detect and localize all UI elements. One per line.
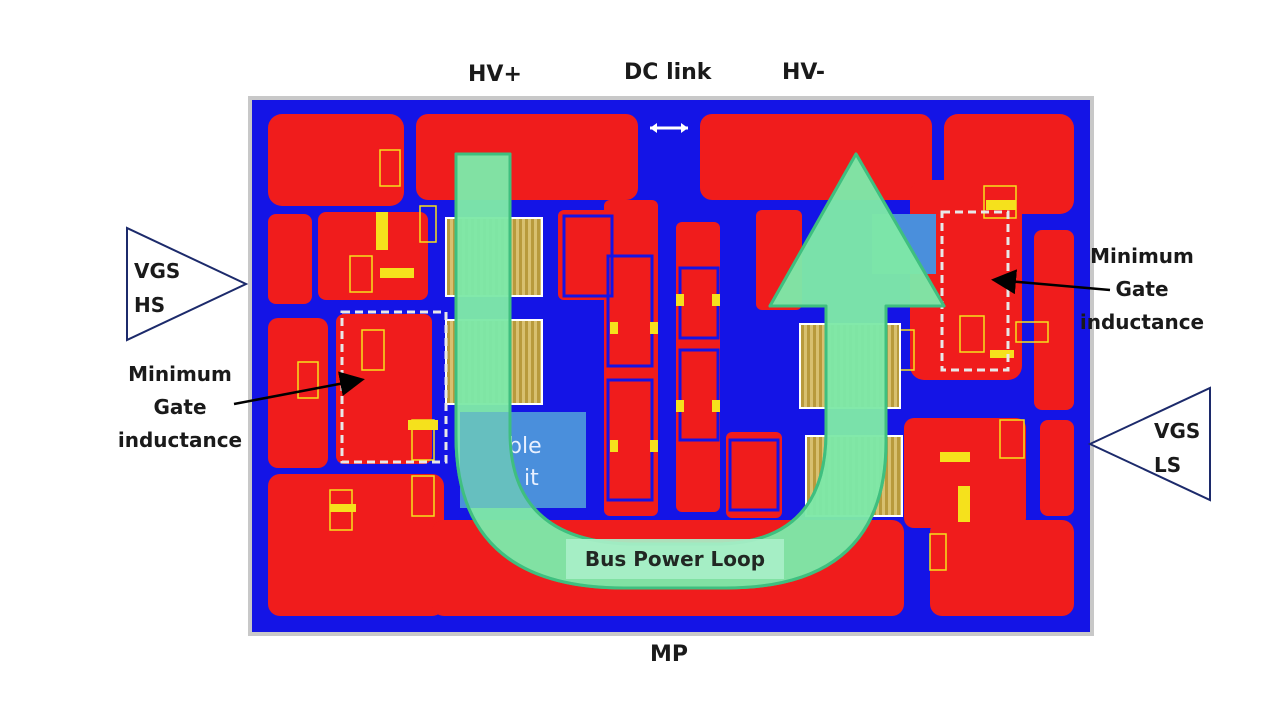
gate-inductance-right-label: Minimum Gate inductance (1079, 244, 1205, 334)
dc-link-gap (642, 112, 694, 198)
vgs-hs-label: VGS HS (134, 259, 181, 317)
vgs-hs-triangle (126, 226, 249, 342)
gate-inductance-left-label: Minimum Gate inductance (117, 362, 243, 452)
hv-plus-label: HV+ (468, 62, 522, 87)
gate-pointer-left (233, 371, 365, 406)
enable-text-1: ble (508, 434, 542, 459)
dc-link-label: DC link (624, 60, 712, 85)
vgs-ls-triangle (1087, 386, 1211, 502)
enable-box: ble it (460, 412, 586, 508)
enable-text-2: it (524, 466, 539, 491)
vgs-ls-label: VGS LS (1154, 419, 1201, 477)
mp-label: MP (650, 642, 689, 667)
bus-power-loop-label: Bus Power Loop (566, 539, 784, 579)
hv-minus-label: HV- (782, 60, 825, 85)
gate-pointer-right (991, 269, 1111, 295)
